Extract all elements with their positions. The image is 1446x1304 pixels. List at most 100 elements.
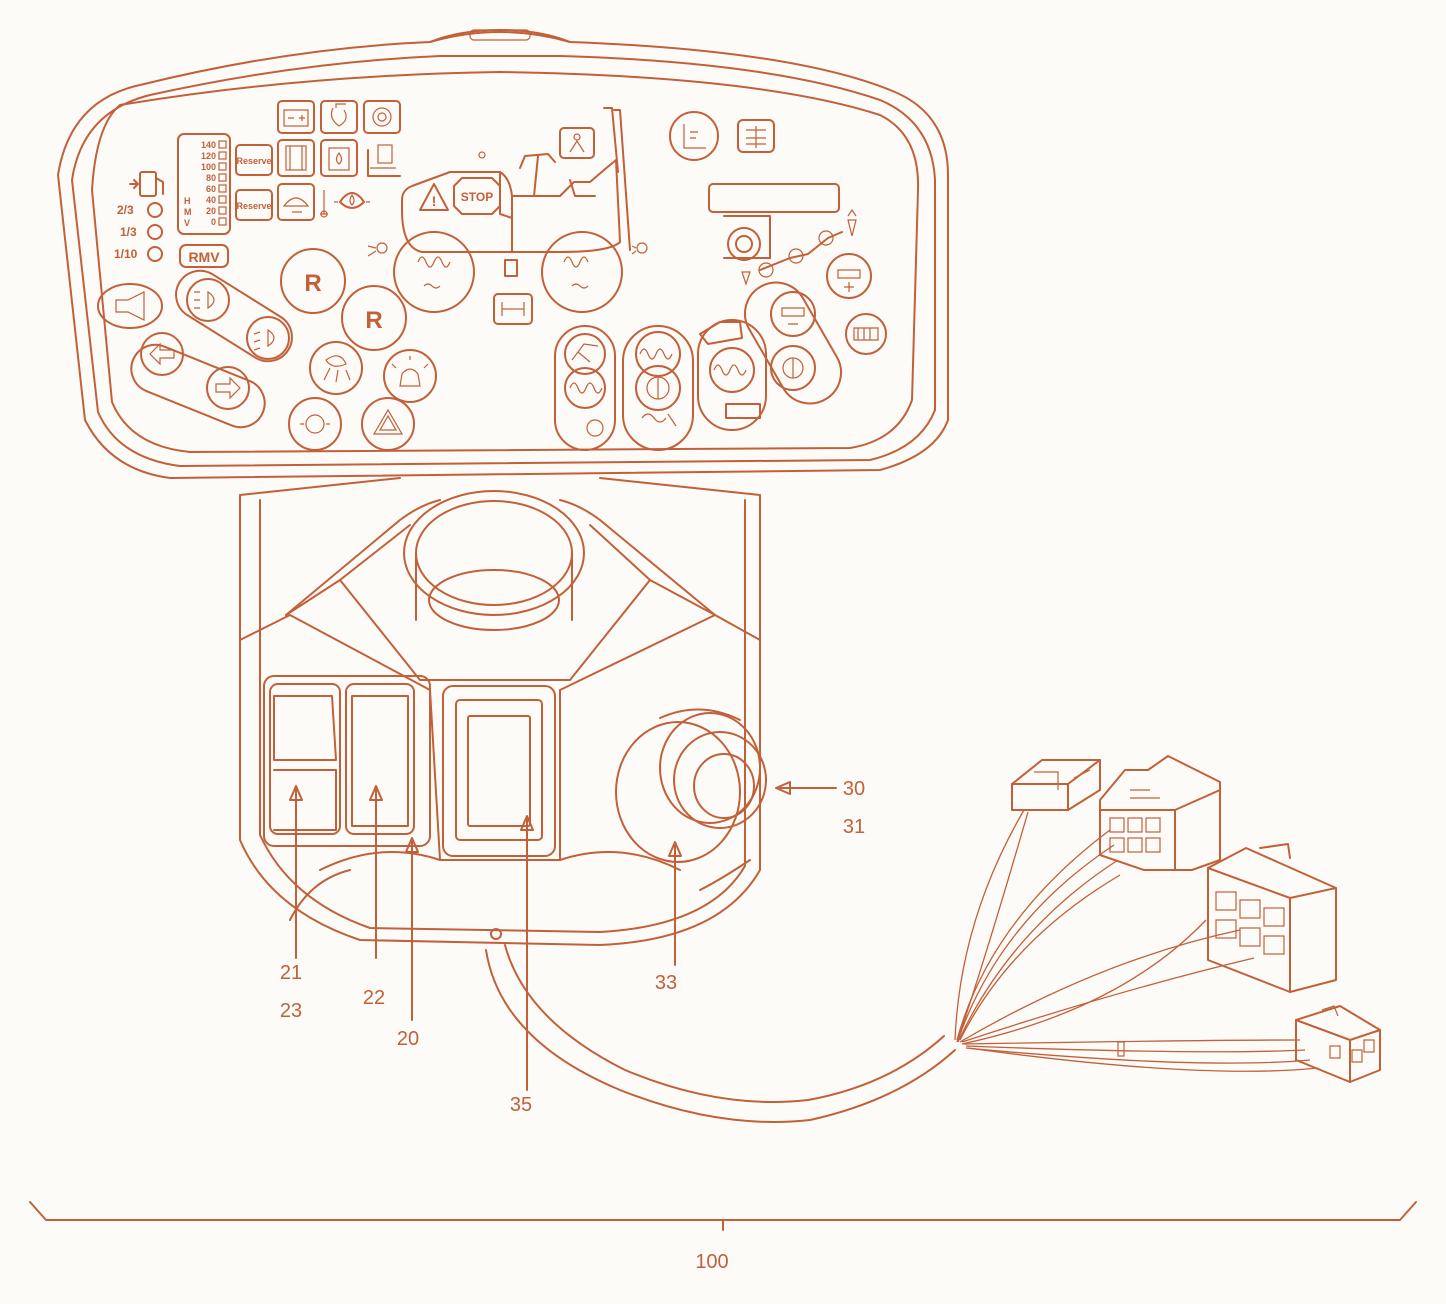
coolant-temp-icon [320,190,328,218]
mode-v: V [184,218,190,228]
speed-20: 20 [206,206,216,216]
callout-22: 22 [363,987,385,1009]
joystick-socket [403,490,585,631]
fuel-level-1-3: 1/3 [120,225,137,239]
dipped-beam-icon [246,316,290,360]
horn-button [97,283,163,329]
oil-pressure-icon [334,192,370,209]
turn-signal-rocker [130,332,266,429]
speed-40: 40 [206,195,216,205]
lower-housing [239,477,761,946]
callout-21: 21 [280,962,302,984]
fuel-level-2-3: 2/3 [117,203,134,217]
callout-20: 20 [397,1028,419,1050]
assembly-bracket [29,1201,1417,1231]
vibration-amplitude-icon [770,345,816,391]
rocker-switch-35 [442,685,556,857]
rmv-badge: RMV [179,244,229,268]
connector-8-pin [1295,1005,1381,1083]
fuel-gauge-group: 2/3 1/3 1/10 [114,171,164,262]
speed-120: 120 [201,151,216,161]
engine-icon [363,100,401,134]
wire-harness [954,809,1319,1072]
front-drum-vibration-button [393,231,475,313]
connector-6-pin [1207,843,1337,993]
brake-button [288,397,342,451]
beacon-button [383,349,437,403]
speed-100: 100 [201,162,216,172]
headlight-rocker [175,269,293,363]
svg-text:R: R [365,307,382,334]
rear-drum-vibration-button [541,231,623,313]
turn-left-icon [140,332,184,376]
speed-80: 80 [206,173,216,183]
reserve-indicator-1: Reserve [235,144,273,176]
brush-plus-button [826,253,872,299]
brush-icon [845,313,887,355]
fuel-filter-icon [367,144,401,177]
vibration-pod-4 [744,281,842,405]
callout-33: 33 [655,972,677,994]
connector-2-pin [1011,759,1101,811]
fuel-pump-icon [129,171,164,197]
svg-text:STOP: STOP [461,190,493,204]
sprinkler-control [723,208,857,286]
speed-0: 0 [211,217,216,227]
speed-scale: 140 120 100 80 60 40 20 0 H M V [177,133,231,235]
callout-30: 30 [843,778,865,800]
seat-belt-icon [559,127,595,159]
emergency-stop-button [615,708,767,863]
callout-leaders [289,781,837,1091]
svg-text:R: R [304,270,321,297]
callout-100: 100 [695,1251,728,1273]
main-cable [485,944,956,1123]
fuel-indicator-1-10 [147,246,163,262]
seat-adjust-button [669,111,719,161]
brush-minus-icon [770,291,816,337]
battery-icon [277,100,315,134]
svg-text:RMV: RMV [188,249,220,265]
callout-23: 23 [280,1000,302,1022]
oil-level-icon [320,139,358,177]
svg-text:!: ! [432,193,437,209]
vibration-pod-2 [622,325,694,451]
vibration-pod-1 [554,325,616,451]
glow-plug-icon [320,100,358,134]
connector-12-pin [1099,755,1221,871]
fuel-level-1-10: 1/10 [114,247,138,261]
speed-60: 60 [206,184,216,194]
display-window [708,183,840,213]
reverse-button-2: R [341,285,407,351]
fuel-indicator-1-3 [147,224,163,240]
roller-vehicle-icon: ! STOP [367,107,648,325]
svg-text:Reserve: Reserve [236,156,271,166]
reverse-button-1: R [280,248,346,314]
fuel-indicator-2-3 [147,202,163,218]
turn-right-icon [206,366,250,410]
oil-filter-icon [277,139,315,177]
vibration-pod-3 [697,319,767,431]
work-light-button [309,341,363,395]
callout-31: 31 [843,816,865,838]
rocker-switch-22 [345,683,415,835]
reserve-indicator-2: Reserve [235,189,273,221]
callout-35: 35 [510,1094,532,1116]
hydraulic-icon [737,119,775,153]
hazard-button [361,397,415,451]
stop-sign-icon: STOP [453,177,501,215]
mode-m: M [184,207,192,217]
four-wheel-drive-icon [493,293,533,325]
panel-housing [57,29,949,479]
front-light-icon [367,242,388,257]
mode-h: H [184,196,191,206]
rear-light-icon [631,242,648,255]
svg-text:Reserve: Reserve [236,201,271,211]
hydraulic-temp-icon [277,183,315,221]
speed-140: 140 [201,140,216,150]
rocker-switch-21 [263,675,431,847]
warning-lights-block: Reserve Reserve [235,100,401,221]
warning-icon: ! [419,183,449,211]
headlight-icon [186,278,230,322]
